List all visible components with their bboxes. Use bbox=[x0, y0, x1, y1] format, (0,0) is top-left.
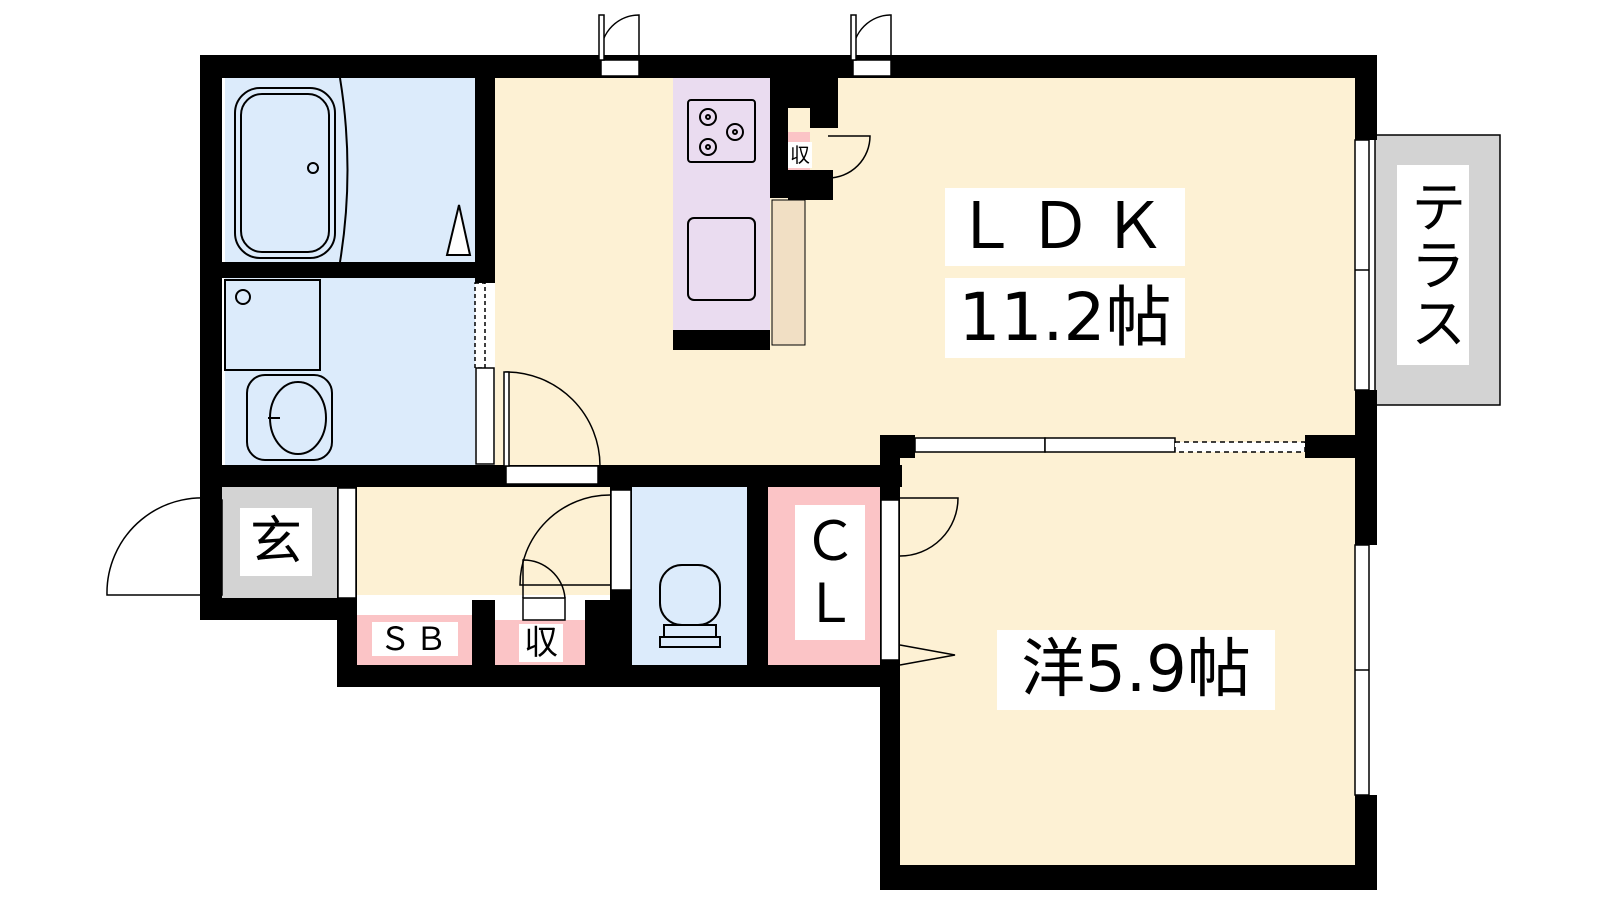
shower-divider bbox=[339, 77, 349, 263]
bathtub-icon bbox=[234, 87, 336, 259]
storage-kitchen-label: 収 bbox=[788, 142, 812, 168]
bathroom-floor bbox=[225, 78, 475, 263]
terrace-label-text: テラス bbox=[1401, 178, 1466, 352]
fridge-space bbox=[771, 199, 806, 346]
drain-icon bbox=[235, 289, 251, 305]
washroom-floor bbox=[225, 278, 475, 465]
toilet-floor bbox=[632, 485, 747, 665]
walls bbox=[200, 55, 1377, 890]
window-washroom bbox=[474, 282, 486, 369]
washbasin-icon bbox=[246, 374, 333, 461]
window-western-east bbox=[1354, 544, 1370, 796]
window-ldk-east bbox=[1354, 139, 1370, 391]
closet-label-line2: Ｌ bbox=[803, 571, 857, 635]
ldk-size-label: 11.2帖 bbox=[945, 278, 1185, 358]
door-frames bbox=[337, 59, 900, 661]
ldk-name-label: ＬＤＫ bbox=[945, 188, 1185, 266]
kitchen-base bbox=[673, 330, 770, 350]
faucet-icon bbox=[445, 204, 472, 256]
door-leaves bbox=[503, 14, 857, 621]
closet-label: Ｃ Ｌ bbox=[795, 505, 865, 640]
shoe-box-label: ＳＢ bbox=[372, 622, 458, 656]
stove-icon bbox=[687, 99, 756, 163]
sliding-door-ldk bbox=[914, 437, 1306, 453]
hall-floor bbox=[355, 485, 610, 595]
washer-space bbox=[224, 279, 321, 371]
western-room-label: 洋5.9帖 bbox=[997, 630, 1275, 710]
ldk-floor bbox=[495, 78, 1355, 473]
entrance-label: 玄 bbox=[240, 508, 312, 576]
closet-label-line1: Ｃ bbox=[803, 509, 857, 573]
terrace-label: テラス bbox=[1397, 165, 1469, 365]
toilet-icon bbox=[659, 564, 721, 648]
sink-icon bbox=[687, 217, 756, 301]
kitchen-counter bbox=[673, 78, 770, 333]
storage-hall-label: 収 bbox=[519, 624, 563, 662]
